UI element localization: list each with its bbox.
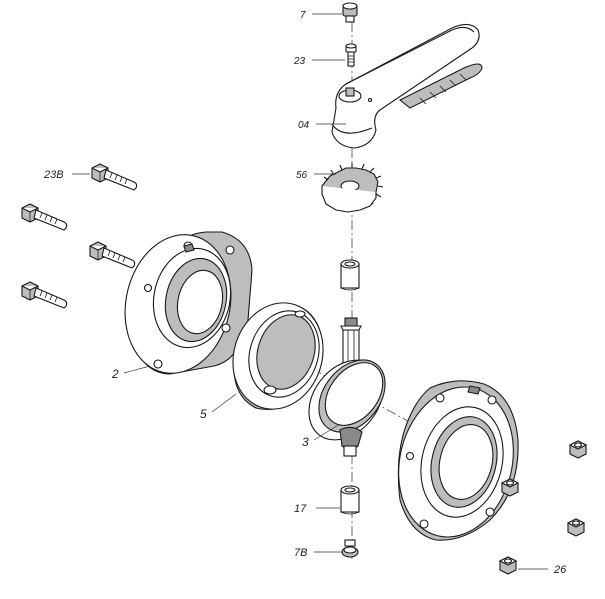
upper-bushing (340, 259, 360, 291)
part-23-stem-bolt (345, 43, 357, 67)
part-17-lower-bushing (340, 485, 360, 515)
part-2-front-flange (124, 231, 253, 375)
part-5-seat-ring (232, 302, 324, 411)
label-23b: 23B (43, 169, 64, 181)
label-26: 26 (553, 564, 567, 576)
part-04-handle (331, 23, 483, 149)
part-7-top-screw (342, 2, 358, 23)
label-56: 56 (296, 170, 308, 181)
part-3-disc (308, 359, 386, 457)
part-23b-bolts (21, 163, 138, 309)
rear-flange (397, 380, 519, 541)
label-5: 5 (200, 407, 207, 421)
part-labels: 7 23 04 56 23B 2 5 3 17 7B 26 (43, 10, 567, 576)
label-7: 7 (300, 10, 306, 21)
label-17: 17 (294, 503, 307, 515)
label-7b: 7B (294, 547, 307, 559)
leader-lines (72, 13, 548, 570)
label-04: 04 (298, 120, 310, 131)
label-2: 2 (111, 367, 119, 381)
label-23: 23 (293, 56, 306, 67)
part-56-gear-plate (321, 163, 384, 213)
part-7b-bottom-screw (341, 539, 359, 558)
label-3: 3 (302, 435, 309, 449)
